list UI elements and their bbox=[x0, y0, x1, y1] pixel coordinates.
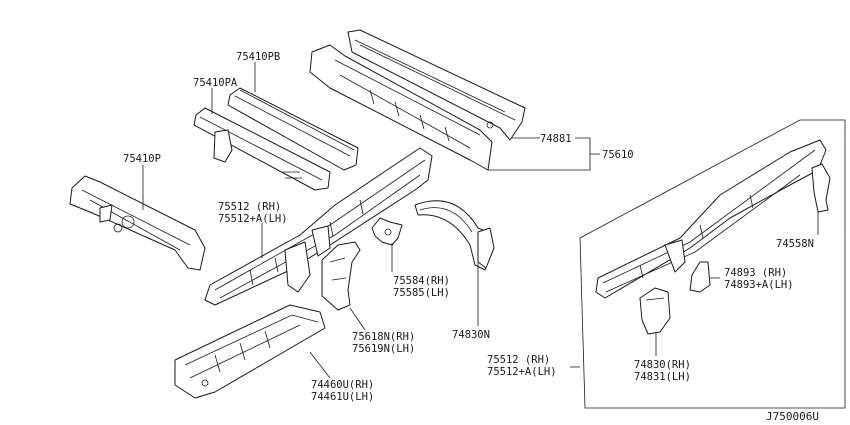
part-74893 bbox=[689, 261, 711, 293]
label-75512b-rh: 75512 (RH) bbox=[487, 354, 550, 366]
label-75512b-lh: 75512+A(LH) bbox=[487, 366, 557, 378]
part-75584 bbox=[371, 217, 403, 246]
label-74558N: 74558N bbox=[776, 238, 814, 250]
label-74830: 74830(RH) bbox=[634, 359, 691, 371]
label-75610: 75610 bbox=[602, 149, 634, 161]
label-74461U: 74461U(LH) bbox=[311, 391, 374, 403]
label-75410PA: 75410PA bbox=[193, 77, 238, 89]
label-74893-rh: 74893 (RH) bbox=[724, 267, 787, 279]
label-75512-lh: 75512+A(LH) bbox=[218, 213, 288, 225]
part-74558N bbox=[811, 163, 831, 213]
reference-code: J750006U bbox=[766, 410, 819, 423]
label-75410P: 75410P bbox=[123, 153, 161, 165]
part-75512-left bbox=[204, 147, 433, 306]
inset-frame bbox=[579, 119, 846, 409]
part-75410PA bbox=[193, 107, 331, 191]
label-75512-rh: 75512 (RH) bbox=[218, 201, 281, 213]
part-75512-right bbox=[595, 139, 827, 299]
part-75618N bbox=[321, 241, 361, 311]
part-75410PB bbox=[227, 87, 359, 171]
leader-lines bbox=[142, 62, 819, 379]
label-74831: 74831(LH) bbox=[634, 371, 691, 383]
label-74830N: 74830N bbox=[452, 329, 490, 341]
label-74893-lh: 74893+A(LH) bbox=[724, 279, 794, 291]
part-74830N bbox=[414, 200, 495, 271]
label-75619N: 75619N(LH) bbox=[352, 343, 415, 355]
label-74460U: 74460U(RH) bbox=[311, 379, 374, 391]
label-75585: 75585(LH) bbox=[393, 287, 450, 299]
label-75618N: 75618N(RH) bbox=[352, 331, 415, 343]
label-74881: 74881 bbox=[540, 133, 572, 145]
label-75584: 75584(RH) bbox=[393, 275, 450, 287]
part-74830 bbox=[639, 287, 671, 335]
part-75410P bbox=[69, 175, 206, 271]
label-75410PB: 75410PB bbox=[236, 51, 280, 63]
part-74460U bbox=[174, 304, 326, 399]
part-74881-rail bbox=[309, 29, 526, 171]
